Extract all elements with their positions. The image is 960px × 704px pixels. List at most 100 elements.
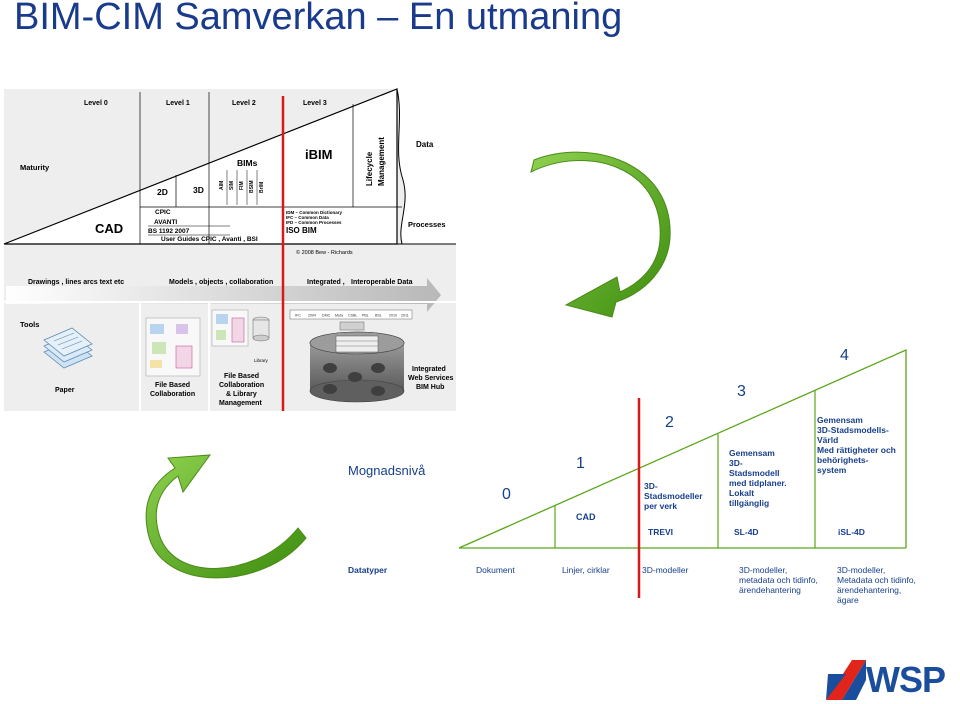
level4-line: Gemensam xyxy=(817,415,863,425)
3d-label: 3D xyxy=(193,185,204,195)
level4-line: system xyxy=(817,465,847,475)
sl4d-label: SL-4D xyxy=(734,527,759,537)
bim-types: AIM SIM FIM BSIM BrIM xyxy=(219,170,265,205)
level3-line: Lokalt xyxy=(729,488,754,498)
bim-type-label: BSIM xyxy=(249,181,255,194)
ibim-label: iBIM xyxy=(305,147,332,162)
level-2-number: 2 xyxy=(665,414,674,431)
datatype-linjer: Linjer, cirklar xyxy=(562,565,610,575)
level3-line: 3D- xyxy=(729,458,743,468)
hub-label-3: BIM Hub xyxy=(416,384,444,391)
cad-label: CAD xyxy=(95,221,123,236)
col3-line: 3D-modeller, xyxy=(739,565,787,575)
level-3-text: Gemensam 3D- Stadsmodell med tidplaner. … xyxy=(729,448,787,508)
col4-line: 3D-modeller, xyxy=(837,565,885,575)
tools-label: Tools xyxy=(20,320,39,329)
level2-line: per verk xyxy=(644,501,677,511)
bim-data-region xyxy=(397,89,456,244)
ifd-line: IFD – Common Processes xyxy=(286,220,342,225)
bim-type-label: FIM xyxy=(239,181,245,190)
file-lib-label-1: File Based xyxy=(224,373,259,380)
level-3-label: Level 3 xyxy=(303,100,327,107)
2d-label: 2D xyxy=(157,187,168,197)
maturity-label: Maturity xyxy=(20,163,50,172)
bim-maturity-diagram: Level 0 Level 1 Level 2 Level 3 Maturity… xyxy=(3,88,456,411)
file-library-icon: Library xyxy=(211,309,270,363)
band-models: Models , objects , collaboration xyxy=(169,279,273,286)
bim-type-label: AIM xyxy=(219,181,225,190)
wsp-logo-mark-blue-2 xyxy=(842,660,866,700)
col4-line: Metadata och tidinfo, xyxy=(837,575,916,585)
copyright: © 2008 Bew - Richards xyxy=(296,249,353,256)
progression-band-arrow xyxy=(6,278,441,312)
wsp-logo-mark-red xyxy=(826,660,866,700)
level4-line: Värld xyxy=(817,435,838,445)
standard-tag: IFC xyxy=(295,314,301,318)
level3-line: med tidplaner. xyxy=(729,478,787,488)
cim-wedge xyxy=(458,349,907,549)
datatype-dokument: Dokument xyxy=(476,565,515,575)
library-label: Library xyxy=(254,358,269,363)
standard-tag: PBL xyxy=(362,314,369,318)
level3-line: Gemensam xyxy=(729,448,775,458)
lifecycle-label: Lifecycle xyxy=(365,151,374,186)
datatype-col3: 3D-modeller, metadata och tidinfo, ärend… xyxy=(739,565,818,595)
level-0-label: Level 0 xyxy=(84,100,108,107)
wsp-logo-mark-blue xyxy=(826,674,846,700)
file-lib-label-4: Management xyxy=(219,400,262,407)
bim-type-label: BrIM xyxy=(259,182,265,193)
file-collaboration-icon xyxy=(145,317,201,377)
level-4-number: 4 xyxy=(840,347,849,364)
col4-line: ägare xyxy=(837,595,859,605)
standard-user-guides: User Guides CPIC , Avanti , BSI xyxy=(161,236,258,243)
level-1-number: 1 xyxy=(576,455,585,472)
level4-line: behörighets- xyxy=(817,455,869,465)
band-drawings: Drawings , lines arcs text etc xyxy=(28,279,124,286)
datatype-3d-modeller: 3D-modeller xyxy=(642,565,688,575)
file-lib-label-3: & Library xyxy=(226,391,257,398)
isl4d-label: iSL-4D xyxy=(838,527,865,537)
level2-line: Stadsmodeller xyxy=(644,491,703,501)
bim-type-label: SIM xyxy=(229,181,235,190)
management-label: Management xyxy=(377,137,386,186)
slide-title: BIM-CIM Samverkan – En utmaning xyxy=(14,0,623,38)
file-lib-label-2: Collaboration xyxy=(219,382,264,389)
bims-label: BIMs xyxy=(237,158,258,168)
paper-stack-icon xyxy=(43,327,93,369)
standard-tag: CSBL xyxy=(348,314,357,318)
ifd-line: IDM – Common Dictionary xyxy=(286,210,343,215)
standard-tag: BSL xyxy=(375,314,382,318)
wsp-logo-text: WSP xyxy=(866,659,945,700)
mognadsniva-label: Mognadsnivå xyxy=(348,463,426,478)
bim-wavy-edge xyxy=(396,88,406,245)
level-4-text: Gemensam 3D-Stadsmodells- Värld Med rätt… xyxy=(817,415,896,475)
standard-tag: Meta xyxy=(335,314,343,318)
level-0-number: 0 xyxy=(502,486,511,503)
level-1-label: Level 1 xyxy=(166,100,190,107)
col3-line: ärendehantering xyxy=(739,585,801,595)
hub-label-2: Web Services xyxy=(408,375,454,382)
standard-cpic: CPIC xyxy=(155,209,171,216)
file-collab-label-1: File Based xyxy=(155,382,190,389)
standard-avanti: AVANTI xyxy=(154,219,177,226)
level3-line: tillgänglig xyxy=(729,498,769,508)
cim-maturity-diagram: Mognadsnivå 0 1 2 3 4 CAD 3D- Stadsmodel… xyxy=(348,347,916,605)
paper-label: Paper xyxy=(55,387,75,394)
datatype-col4: 3D-modeller, Metadata och tidinfo, ärend… xyxy=(837,565,916,605)
cim-cad-label: CAD xyxy=(576,512,596,522)
level4-line: Med rättigheter och xyxy=(817,445,896,455)
level-3-number: 3 xyxy=(737,383,746,400)
level-2-label: Level 2 xyxy=(232,100,256,107)
data-label: Data xyxy=(416,140,434,149)
col4-line: ärendehantering, xyxy=(837,585,901,595)
standard-bs1192: BS 1192 2007 xyxy=(148,228,190,235)
level2-line: 3D- xyxy=(644,481,658,491)
standard-tag: 2010 xyxy=(389,314,397,318)
band-integrated: Integrated , xyxy=(307,279,345,286)
trevi-label: TREVI xyxy=(648,527,673,537)
standard-tag: DMC xyxy=(322,314,331,318)
standard-tag: 2004 xyxy=(308,314,316,318)
level3-line: Stadsmodell xyxy=(729,468,780,478)
bim-hub-icon: IFC 2004 DMC Meta CSBL PBL BSL 2010 2011 xyxy=(289,309,413,403)
